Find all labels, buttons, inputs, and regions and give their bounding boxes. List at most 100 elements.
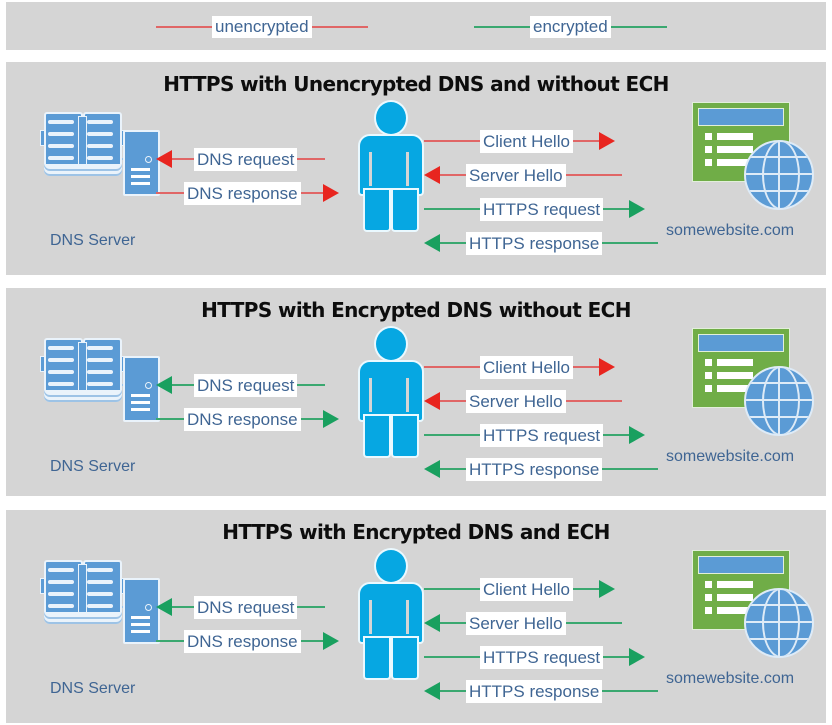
website-node xyxy=(692,550,814,658)
person-head xyxy=(374,326,408,362)
flow-dns-dns-request-arrowhead xyxy=(156,376,172,394)
flow-web-server-hello-label: Server Hello xyxy=(466,611,566,635)
server-indicator-line xyxy=(131,623,150,626)
open-book-directory-icon xyxy=(40,338,128,402)
flow-dns-dns-request: DNS request xyxy=(156,373,360,397)
flow-web-server-hello-line-2 xyxy=(565,400,622,402)
flow-web-server-hello-line xyxy=(440,400,466,402)
person-leg-right xyxy=(391,636,419,680)
server-tower-icon xyxy=(123,130,160,196)
browser-title-bar xyxy=(698,334,784,352)
open-book-directory-icon xyxy=(40,112,128,176)
book-spine xyxy=(78,116,87,166)
flow-web-https-response-line-2 xyxy=(602,468,659,470)
book-text-line xyxy=(48,568,74,572)
flow-web-https-request-arrowhead xyxy=(629,426,646,444)
book-spine xyxy=(78,564,87,614)
flow-web-client-hello: Client Hello xyxy=(424,577,696,601)
dns-server-node xyxy=(36,110,166,220)
browser-list-bullet xyxy=(705,594,712,601)
person-arm-gap-left xyxy=(369,378,372,412)
server-indicator-line xyxy=(131,630,150,633)
panel-title: HTTPS with Encrypted DNS and ECH xyxy=(222,520,610,544)
flow-dns-dns-response: DNS response xyxy=(156,629,360,653)
globe-parallel xyxy=(746,416,812,418)
flow-dns-dns-response-label: DNS response xyxy=(184,407,301,431)
flow-web-client-hello-line-2 xyxy=(572,140,599,142)
flow-web-https-request-line-2 xyxy=(603,208,630,210)
book-text-line xyxy=(87,132,113,136)
globe-parallel xyxy=(746,173,812,175)
flow-dns-dns-response-line xyxy=(156,418,184,420)
legend-label-unencrypted: unencrypted xyxy=(212,16,312,38)
server-power-led xyxy=(145,156,152,163)
book-text-line xyxy=(87,592,113,596)
flow-web-https-response-line xyxy=(440,242,466,244)
book-text-line xyxy=(87,604,113,608)
book-text-line xyxy=(48,604,74,608)
person-torso xyxy=(358,582,424,644)
browser-list-bullet xyxy=(705,133,712,140)
flow-web-https-response-label: HTTPS response xyxy=(466,679,603,703)
server-indicator-line xyxy=(131,616,150,619)
dns-server-label: DNS Server xyxy=(50,680,136,697)
person-arm-gap-right xyxy=(406,378,409,412)
browser-list-line xyxy=(717,607,753,614)
browser-list-bullet xyxy=(705,581,712,588)
website-node xyxy=(692,328,814,436)
flow-dns-dns-request-line xyxy=(172,158,194,160)
legend-panel: unencrypted encrypted xyxy=(6,2,826,50)
flow-web-server-hello: Server Hello xyxy=(424,163,696,187)
flow-web-server-hello-arrowhead xyxy=(424,166,440,184)
server-indicator-line xyxy=(131,182,150,185)
browser-list-bullet xyxy=(705,607,712,614)
flow-dns-dns-request-arrowhead xyxy=(156,598,172,616)
flow-web-client-hello-line xyxy=(424,588,480,590)
book-text-line xyxy=(87,358,113,362)
panel-title: HTTPS with Unencrypted DNS and without E… xyxy=(163,72,669,96)
flow-web-https-request-arrowhead xyxy=(629,200,646,218)
website-node xyxy=(692,102,814,210)
website-label: somewebsite.com xyxy=(666,448,795,465)
browser-title-bar xyxy=(698,556,784,574)
flow-web-https-request-label: HTTPS request xyxy=(480,197,604,221)
book-text-line xyxy=(48,358,74,362)
flow-web-client-hello-label: Client Hello xyxy=(480,129,573,153)
legend-line-unencrypted-2 xyxy=(311,26,368,28)
person-torso xyxy=(358,360,424,422)
flow-web-https-request-line-2 xyxy=(603,656,630,658)
flow-web-client-hello-line xyxy=(424,366,480,368)
person-leg-right xyxy=(391,188,419,232)
flow-web-https-response-line-2 xyxy=(602,690,659,692)
book-text-line xyxy=(48,120,74,124)
browser-list-bullet xyxy=(705,359,712,366)
browser-list-line xyxy=(717,385,753,392)
globe-parallel xyxy=(746,638,812,640)
flow-web-https-response-arrowhead xyxy=(424,682,440,700)
flow-web-client-hello-line-2 xyxy=(572,366,599,368)
book-text-line xyxy=(87,382,113,386)
flow-web-server-hello-label: Server Hello xyxy=(466,389,566,413)
flow-dns-dns-response-arrowhead xyxy=(322,410,339,428)
diagram-panel-3: HTTPS with Encrypted DNS and ECH xyxy=(6,510,826,723)
flow-dns-dns-request-label: DNS request xyxy=(194,147,298,171)
book-page-edges xyxy=(44,612,122,624)
book-page-edges xyxy=(44,164,122,176)
flow-web-https-request-label: HTTPS request xyxy=(480,645,604,669)
server-power-led xyxy=(145,382,152,389)
person-head xyxy=(374,100,408,136)
flow-web-https-request-line-2 xyxy=(603,434,630,436)
globe-icon xyxy=(744,588,814,658)
person-arm-gap-left xyxy=(369,152,372,186)
legend-label-encrypted: encrypted xyxy=(530,16,611,38)
flow-dns-dns-request-arrowhead xyxy=(156,150,172,168)
website-label: somewebsite.com xyxy=(666,670,795,687)
flow-web-https-request-line xyxy=(424,208,480,210)
dns-server-node xyxy=(36,558,166,668)
server-tower-icon xyxy=(123,356,160,422)
flow-web-https-request-arrowhead xyxy=(629,648,646,666)
person-leg-left xyxy=(363,636,391,680)
book-spine xyxy=(78,342,87,392)
flow-web-server-hello: Server Hello xyxy=(424,389,696,413)
book-text-line xyxy=(87,156,113,160)
